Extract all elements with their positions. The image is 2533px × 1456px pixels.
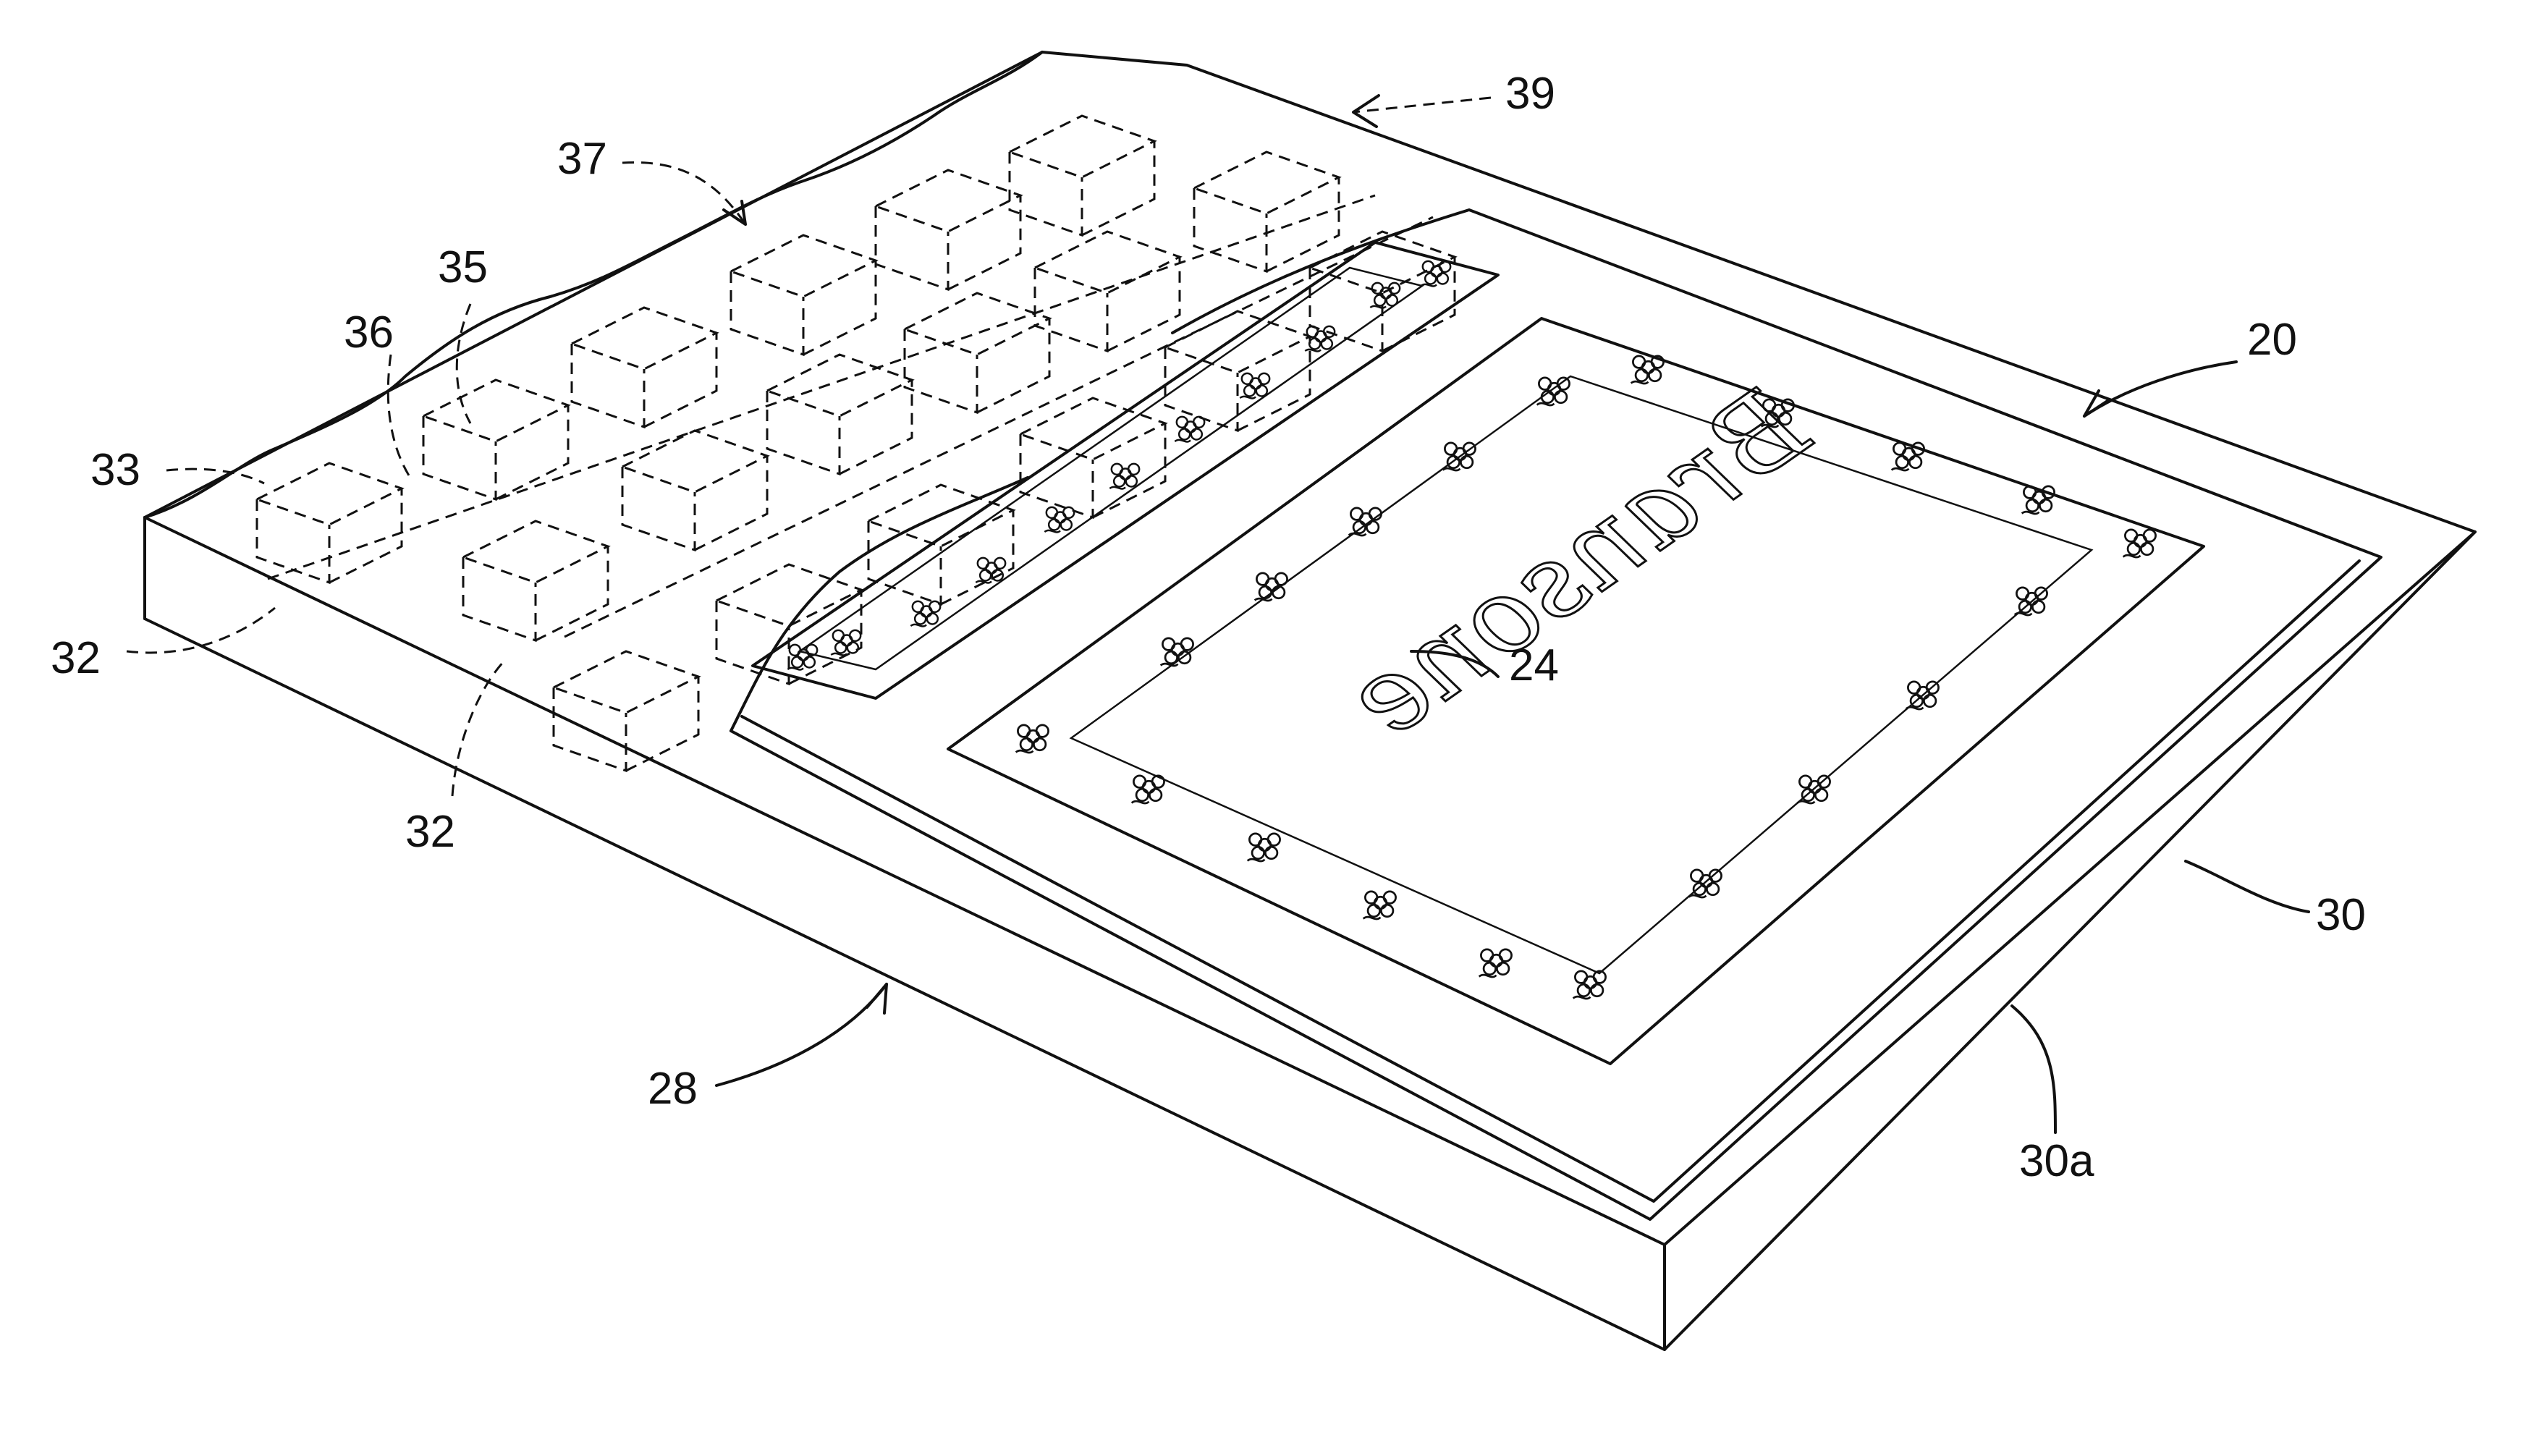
label-32-mid: 32 — [405, 807, 455, 857]
label-20: 20 — [2247, 315, 2297, 365]
label-35: 35 — [438, 242, 488, 292]
base-slab — [145, 52, 2475, 1350]
label-36: 36 — [344, 308, 394, 357]
cube-grid — [257, 116, 1455, 771]
reference-numerals: 39 37 35 36 33 32 32 24 20 30 30a 28 — [51, 69, 2366, 1186]
label-30: 30 — [2316, 890, 2366, 940]
label-30a: 30a — [2019, 1136, 2094, 1186]
ornamental-frame: Bransone — [948, 318, 2204, 1064]
label-24: 24 — [1509, 640, 1559, 690]
script-word: Bransone — [1329, 361, 1830, 765]
label-39: 39 — [1505, 69, 1555, 119]
label-28: 28 — [648, 1064, 698, 1114]
label-37: 37 — [557, 134, 607, 184]
sheet-outline — [731, 210, 2381, 1219]
label-33: 33 — [90, 445, 140, 495]
label-32-left: 32 — [51, 633, 101, 683]
